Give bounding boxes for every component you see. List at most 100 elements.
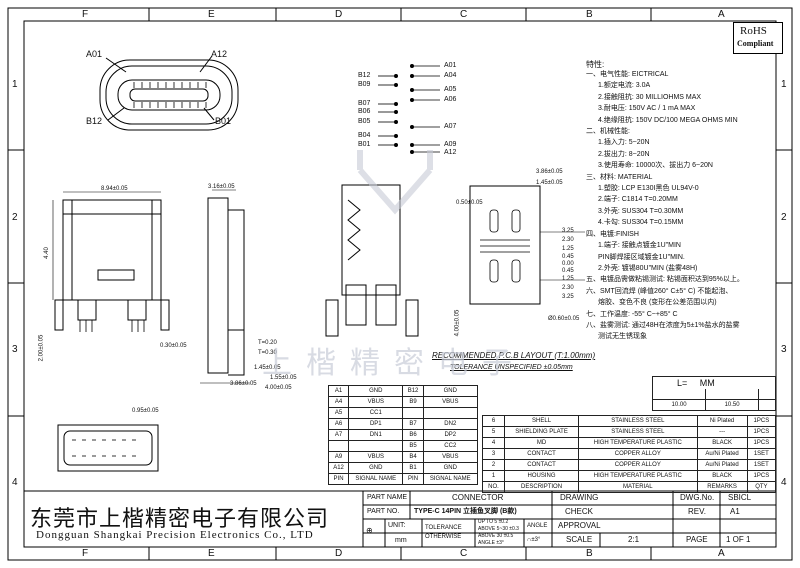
pin-label: B09 [358, 81, 371, 88]
zone-number: 2 [12, 212, 18, 223]
table-cell: VBUS [422, 451, 479, 463]
pin-label: A09 [444, 141, 457, 148]
bom-cell: 1PCS [746, 437, 777, 449]
zone-letter: F [82, 9, 89, 20]
rohs-subtitle: Compliant [737, 39, 774, 48]
spec-line: PIN脚焊接区域镀金1U"MIN. [598, 253, 685, 261]
spec-line: 4.绝缘阻抗: 150V DC/100 MEGA OHMS MIN [598, 116, 738, 124]
dim-3-86a: 3.86±0.05 [230, 381, 257, 387]
pin-label: B07 [358, 100, 371, 107]
tolerance-row: ABOVE 5~30 ±0.3 [478, 526, 519, 532]
pcb-dim: 1.25 [562, 276, 574, 282]
pin-label: A12 [444, 149, 457, 156]
label-a01: A01 [86, 49, 103, 59]
spec-line: 三、材料: MATERIAL [586, 173, 653, 181]
table-cell: DN2 [422, 418, 479, 430]
table-cell: GND [422, 462, 479, 474]
bom-cell: 2 [482, 459, 505, 471]
dim-0-95: 0.95±0.05 [132, 408, 159, 414]
rohs-badge: RoHS Compliant [733, 22, 783, 54]
dim-1-45b: 1.45±0.05 [536, 180, 563, 186]
table-cell: B12 [402, 385, 424, 397]
zone-number: 1 [12, 79, 18, 90]
table-cell: A9 [327, 451, 350, 463]
table-cell: B6 [402, 429, 424, 441]
part-no-label: PART NO. [367, 508, 400, 515]
dwg-no-label: DWG.No. [680, 493, 715, 502]
table-cell: SIGNAL NAME [422, 473, 479, 485]
table-cell: B9 [402, 396, 424, 408]
spec-line: 六、SMT回流焊 (峰值260° C±5° C) 不能起泡、 [586, 287, 733, 295]
spec-heading: 特性: [586, 60, 605, 69]
bom-cell: NO. [482, 481, 505, 493]
pin-label: A01 [444, 62, 457, 69]
zone-letter: D [335, 548, 343, 559]
dim-0-30: 0.30±0.05 [160, 343, 187, 349]
bom-cell: 1PCS [746, 426, 777, 438]
zone-letter: E [208, 9, 215, 20]
spec-line: 七、工作温度: -55° C~+85° C [586, 310, 678, 318]
bom-cell: 5 [482, 426, 505, 438]
spec-line: 3.外壳: SUS304 T=0.30MM [598, 207, 684, 215]
pin-schematic [378, 64, 440, 154]
spec-line: 1.塑胶: LCP E130I黑色 UL94V-0 [598, 185, 699, 193]
dim-8-94: 8.94±0.05 [101, 186, 128, 192]
tolerance-row: ANGLE ±3° [478, 540, 504, 546]
table-cell: VBUS [348, 396, 404, 408]
table-cell: GND [348, 462, 404, 474]
bom-cell: 6 [482, 415, 505, 427]
table-cell: PIN [402, 473, 424, 485]
table-cell: B4 [402, 451, 424, 463]
part-no-value: TYPE-C 14PIN 立插鱼叉脚 (B款) [414, 508, 517, 515]
profile-view [325, 184, 419, 337]
label-b12: B12 [86, 116, 103, 126]
table-cell: SIGNAL NAME [348, 473, 404, 485]
label-b01: B01 [215, 116, 232, 126]
pcb-dim: 0.00 [562, 261, 574, 267]
zone-letter: B [586, 548, 593, 559]
tolerance-row: ABOVE 30 ±0.5 [478, 533, 514, 539]
part-name-label: PART NAME [367, 494, 408, 501]
spec-line: 3.使用寿命: 10000次、拔出力 6~20N [598, 162, 713, 170]
zone-number: 2 [781, 212, 787, 223]
spec-line: 2.拔出力: 8~20N [598, 150, 650, 158]
otherwise-label: OTHERWISE [425, 534, 462, 540]
dim-0-50: 0.50±0.05 [456, 200, 483, 206]
bom-cell: STAINLESS STEEL [578, 426, 698, 438]
bom-cell: QTY [746, 481, 777, 493]
spec-line: 2.接触阻抗: 30 MILLIOHMS MAX [598, 93, 702, 101]
pcb-caption: RECOMMENDED P.C.B LAYOUT (T:1.00mm) [432, 351, 596, 360]
table-cell [422, 407, 479, 419]
pin-label: B05 [358, 118, 371, 125]
company-name-cn: 东莞市上楷精密电子有限公司 [30, 507, 330, 532]
unit-label: UNIT: [388, 522, 406, 529]
label-a12: A12 [211, 49, 228, 59]
table-cell: DP2 [422, 429, 479, 441]
bom-cell: 1PCS [746, 415, 777, 427]
pcb-dim: 3.25 [562, 228, 574, 234]
bottom-view [57, 424, 159, 472]
dwg-no-value: SBICL [728, 493, 752, 502]
bom-cell: 4 [482, 437, 505, 449]
table-cell: VBUS [348, 451, 404, 463]
bom-cell: 1SET [746, 459, 777, 471]
pcb-dim: 0.45 [562, 254, 574, 260]
drawing-label: DRAWING [560, 493, 599, 502]
company-name-en: Dongguan Shangkai Precision Electronics … [36, 529, 314, 541]
pin-label: A07 [444, 123, 457, 130]
dim-0-60: Ø0.60±0.05 [548, 316, 580, 322]
zone-number: 3 [781, 344, 787, 355]
bom-cell: 1SET [746, 448, 777, 460]
tolerance-row: UP TO 5 ±0.2 [478, 519, 509, 525]
dim-4-00: 4.00±0.05 [265, 385, 292, 391]
bom-cell: 1PCS [746, 470, 777, 482]
spec-line: 1.插入力: 5~20N [598, 139, 650, 147]
